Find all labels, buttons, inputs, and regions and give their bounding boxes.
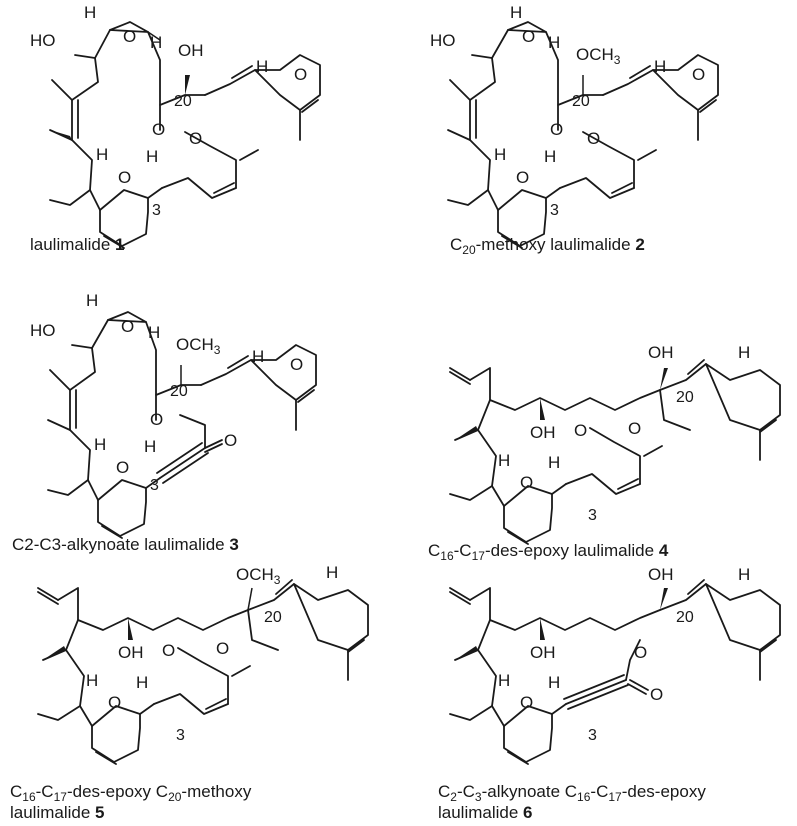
compound-1-h-pyran-right-label: H xyxy=(146,147,158,166)
compound-1-h-top-label: H xyxy=(84,3,96,22)
compound-4-carbonyl-o-label: O xyxy=(574,421,587,440)
compound-2-ho-label: HO xyxy=(430,31,456,50)
compound-4-h-pyran-left-label: H xyxy=(498,451,510,470)
compound-6-oh-mid-label: OH xyxy=(530,643,556,662)
compound-3-h-epoxide-label: H xyxy=(148,323,160,342)
compound-5-ester-o-label: O xyxy=(216,639,229,658)
compound-1-c3-label: 3 xyxy=(152,202,161,219)
compound-6-caption-line1: C2-C3-alkynoate C16-C17-des-epoxy xyxy=(438,782,706,804)
compound-6-pyran-o-label: O xyxy=(520,693,533,712)
compound-2-c20-label: 20 xyxy=(572,93,590,110)
compound-3-h-pyran-left-label: H xyxy=(94,435,106,454)
compound-5-h-pyran-right-label: H xyxy=(136,673,148,692)
compound-6-c20-label: 20 xyxy=(676,609,694,626)
compound-1-ho-label: HO xyxy=(30,31,56,50)
compound-6-carbonyl-o-label: O xyxy=(650,685,663,704)
compound-5-pyran-o-label: O xyxy=(108,693,121,712)
compound-4-oh-top-label: OH xyxy=(648,343,674,362)
compound-1-oh-label: OH xyxy=(178,41,204,60)
compound-2-h-top-label: H xyxy=(510,3,522,22)
compound-3-h-pyran-right-label: H xyxy=(144,437,156,456)
compound-2-och3-label: OCH3 xyxy=(576,45,621,67)
compound-3-h-top-label: H xyxy=(86,291,98,310)
compound-6-h-right-label: H xyxy=(738,565,750,584)
compound-1-c20-label: 20 xyxy=(174,93,192,110)
compound-2-structure xyxy=(447,21,719,249)
compound-2-carbonyl-o-label: O xyxy=(587,129,600,148)
compound-5-caption-line1: C16-C17-des-epoxy C20-methoxy xyxy=(10,782,252,804)
compound-3-caption: C2-C3-alkynoate laulimalide 3 xyxy=(12,535,239,554)
compound-5-structure xyxy=(37,579,369,765)
compound-1-h-epoxide-label: H xyxy=(150,33,162,52)
compound-1-h-pyran-left-label: H xyxy=(96,145,108,164)
compound-5-h-pyran-left-label: H xyxy=(86,671,98,690)
compound-5-c3-label: 3 xyxy=(176,727,185,744)
compound-5-c20-label: 20 xyxy=(264,609,282,626)
compound-5-caption-line2: laulimalide 5 xyxy=(10,803,105,822)
compound-4-h-right-label: H xyxy=(738,343,750,362)
compound-1-carbonyl-o-label: O xyxy=(189,129,202,148)
compound-3-epoxide-o-label: O xyxy=(121,317,134,336)
compound-6-ester-o-label: O xyxy=(634,643,647,662)
compound-6-oh-top-label: OH xyxy=(648,565,674,584)
compound-3-carbonyl-o-label: O xyxy=(224,431,237,450)
compound-4-pyran-o-label: O xyxy=(520,473,533,492)
compound-3-c3-label: 3 xyxy=(150,477,159,494)
compound-3-ester-o-label: O xyxy=(150,410,163,429)
compound-4-caption: C16-C17-des-epoxy laulimalide 4 xyxy=(428,541,669,563)
compound-2-epoxide-o-label: O xyxy=(522,27,535,46)
compound-5-oh-label: OH xyxy=(118,643,144,662)
compound-6-h-pyran-left-label: H xyxy=(498,671,510,690)
compound-2-ester-o-label: O xyxy=(550,120,563,139)
compound-1-ester-o-label: O xyxy=(152,120,165,139)
compound-3-pyran-o2-label: O xyxy=(116,458,129,477)
compound-1-structure xyxy=(49,21,321,249)
compound-3-h-right-label: H xyxy=(252,347,264,366)
compound-4-h-pyran-right-label: H xyxy=(548,453,560,472)
compound-3-och3-label: OCH3 xyxy=(176,335,221,357)
compound-4-c20-label: 20 xyxy=(676,389,694,406)
compound-2-caption: C20-methoxy laulimalide 2 xyxy=(450,235,645,257)
compound-4-structure xyxy=(449,359,781,545)
compound-4-c3-label: 3 xyxy=(588,507,597,524)
compound-6-h-pyran-right-label: H xyxy=(548,673,560,692)
compound-2-pyran-o-label: O xyxy=(692,65,705,84)
compound-1-caption: laulimalide 1 xyxy=(30,235,125,254)
compound-3-pyran-o-label: O xyxy=(290,355,303,374)
compound-1-pyran-o-label: O xyxy=(294,65,307,84)
compound-3-ho-label: HO xyxy=(30,321,56,340)
compound-1-pyran-o2-label: O xyxy=(118,168,131,187)
compound-1-h-right-label: H xyxy=(256,57,268,76)
compound-6-c3-label: 3 xyxy=(588,727,597,744)
compound-5-carbonyl-o-label: O xyxy=(162,641,175,660)
compound-2-h-epoxide-label: H xyxy=(548,33,560,52)
compound-1-epoxide-o-label: O xyxy=(123,27,136,46)
compound-2-pyran-o2-label: O xyxy=(516,168,529,187)
compound-2-h-pyran-right-label: H xyxy=(544,147,556,166)
compound-4-ester-o-label: O xyxy=(628,419,641,438)
compound-6-caption-line2: laulimalide 6 xyxy=(438,803,533,822)
compound-5-h-right-label: H xyxy=(326,563,338,582)
compound-3-c20-label: 20 xyxy=(170,383,188,400)
compound-2-c3-label: 3 xyxy=(550,202,559,219)
compound-2-h-right-label: H xyxy=(654,57,666,76)
compound-2-h-pyran-left-label: H xyxy=(494,145,506,164)
compound-3-structure xyxy=(47,311,317,539)
compound-5-och3-label: OCH3 xyxy=(236,565,281,587)
compound-6-structure xyxy=(449,579,781,765)
compound-4-oh-mid-label: OH xyxy=(530,423,556,442)
